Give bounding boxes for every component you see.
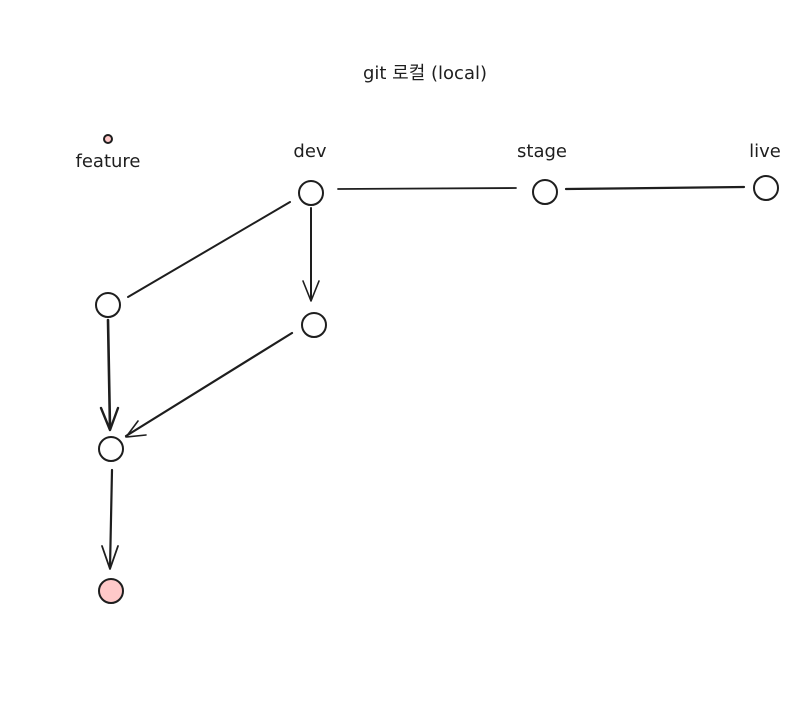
edge-merge-highlight (108, 468, 114, 570)
edge-stage-live (564, 185, 746, 191)
branch-label-feature: feature (76, 151, 141, 172)
arrowhead-merge-highlight (101, 545, 119, 570)
commit-node-stage (532, 179, 558, 205)
commit-node-live (753, 175, 779, 201)
branch-label-stage: stage (517, 141, 567, 162)
commit-node-highlighted (98, 578, 124, 604)
branch-label-dev: dev (293, 141, 327, 162)
commit-node-feature (95, 292, 121, 318)
feature-legend-dot (103, 134, 113, 144)
edge-dev-feature (127, 201, 291, 298)
arrowhead-feature-merge (99, 406, 120, 432)
arrowhead-devcommit-merge (125, 420, 147, 438)
commit-node-merge (98, 436, 124, 462)
branch-label-live: live (749, 141, 781, 162)
edge-feature-merge (106, 318, 112, 430)
commit-node-dev (298, 180, 324, 206)
commit-node-dev-child (301, 312, 327, 338)
diagram-title: git 로컬 (local) (363, 63, 487, 84)
arrowhead-dev-commit (302, 280, 320, 302)
edge-devcommit-merge (124, 331, 294, 438)
edge-dev-stage (337, 187, 517, 190)
